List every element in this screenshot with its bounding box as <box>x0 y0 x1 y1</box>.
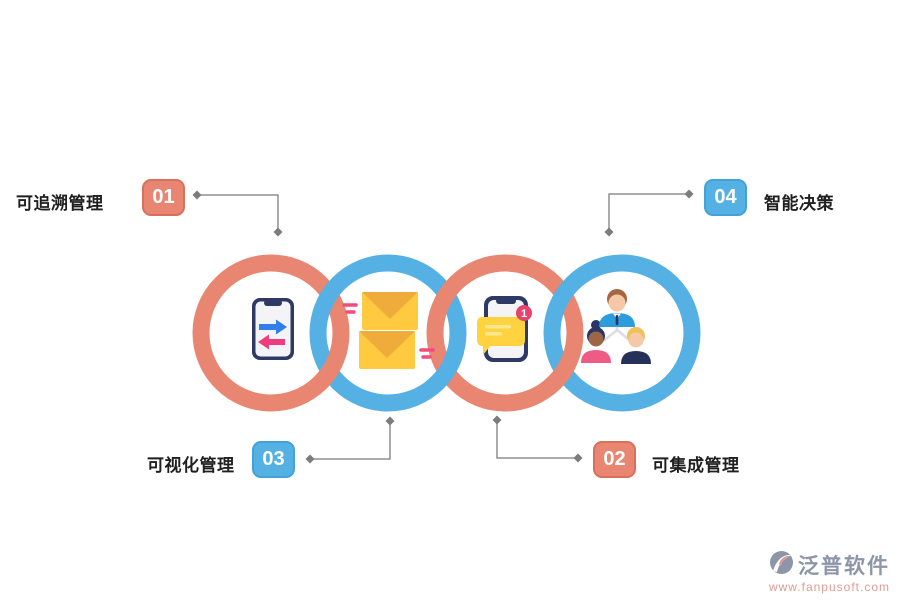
connector-03 <box>310 421 391 460</box>
connector-diamond <box>192 190 202 200</box>
phone-notch <box>264 300 282 306</box>
envelope-bottom <box>359 331 415 369</box>
ring-weave-arc <box>425 347 465 395</box>
ring-1 <box>192 254 350 412</box>
team-icon <box>581 289 651 364</box>
callout-label-traceable: 可追溯管理 <box>16 194 104 213</box>
logo-url: www.fanpusoft.com <box>768 580 890 594</box>
logo-name: 泛普软件 <box>798 555 890 578</box>
fanpu-watermark: 泛普软件 www.fanpusoft.com <box>769 550 890 594</box>
arrow-left-icon <box>258 334 285 350</box>
ring-4 <box>543 254 701 412</box>
speed-dash-icon <box>342 303 435 359</box>
phone-sync-icon <box>252 298 294 360</box>
connector-diamond <box>684 189 694 199</box>
arrow-right-icon <box>259 319 287 335</box>
notification-badge: 1 <box>516 305 532 321</box>
callout-label-visualization: 可视化管理 <box>147 456 235 475</box>
person-top <box>599 289 635 327</box>
connector-diamond <box>305 454 315 464</box>
connector-04 <box>608 193 689 232</box>
callout-badge-03: 03 <box>252 441 295 478</box>
connector-02 <box>496 420 578 459</box>
callout-badge-04: 04 <box>704 179 747 216</box>
connector-line <box>496 420 578 459</box>
callout-badge-02: 02 <box>593 441 636 478</box>
connector-line <box>310 421 391 460</box>
phone-message-icon: 1 <box>477 296 532 362</box>
connector-diamond <box>604 227 614 237</box>
ring-3 <box>426 254 584 412</box>
mail-icon <box>342 292 435 369</box>
connector-diamond <box>573 453 583 463</box>
connector-line <box>197 194 279 232</box>
person-left <box>581 320 611 363</box>
fanpu-leaf-icon <box>769 551 793 574</box>
connector-diamond <box>492 415 502 425</box>
connector-diamond <box>385 416 395 426</box>
callout-label-integration: 可集成管理 <box>652 456 740 475</box>
callout-badge-01: 01 <box>142 179 185 216</box>
svg-text:1: 1 <box>521 308 527 320</box>
ring-weave-arc <box>542 347 582 395</box>
ring-2 <box>309 254 467 412</box>
connector-line <box>608 193 689 232</box>
connector-01 <box>197 194 279 232</box>
connector-diamond <box>273 227 283 237</box>
person-right <box>621 327 651 364</box>
ring-weave-arc <box>308 347 348 395</box>
chat-bubble-icon <box>477 317 525 355</box>
phone-notch <box>496 298 516 304</box>
callout-label-smart-decision: 智能决策 <box>764 194 834 213</box>
envelope-top <box>362 292 418 330</box>
